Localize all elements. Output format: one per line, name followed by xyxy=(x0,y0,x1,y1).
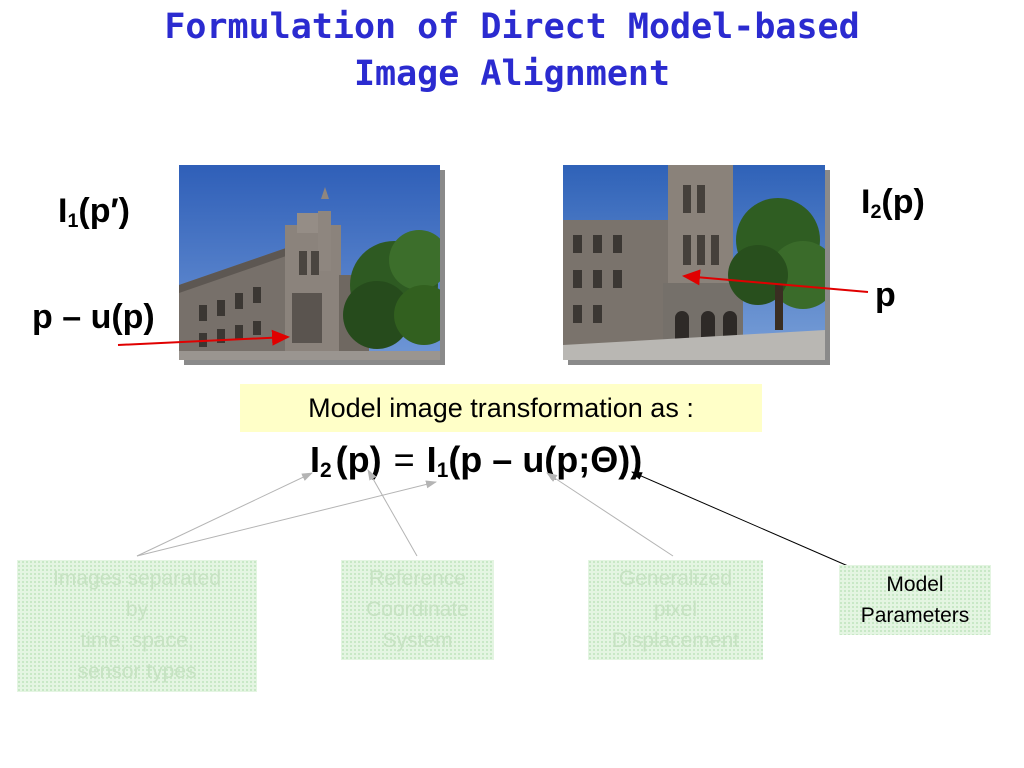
eq-I1: I xyxy=(426,439,437,480)
slide-title: Formulation of Direct Model-based Image … xyxy=(0,4,1024,98)
pixel-p-label: p xyxy=(875,276,896,314)
left-displacement-arrow xyxy=(117,329,290,346)
eq-I2: I xyxy=(310,439,321,480)
reference-to-p-arrow xyxy=(367,469,418,557)
model-transformation-callout: Model image transformation as : xyxy=(240,384,762,432)
alignment-equation: I2(p) = I1(p – u(p;Θ)) xyxy=(310,436,642,495)
images-to-I1-arrow xyxy=(136,480,437,557)
eq-I2-sub: 2 xyxy=(320,459,332,483)
images-to-I2-arrow xyxy=(136,472,313,557)
parameters-to-theta-arrow xyxy=(631,471,849,567)
left-image-label: I1(p′) xyxy=(58,192,130,232)
right-image-label: I2(p) xyxy=(861,183,925,223)
eq-I1-sub: 1 xyxy=(436,459,449,483)
note-reference-coordinate: Reference Coordinate System xyxy=(341,560,494,660)
note-model-parameters: Model Parameters xyxy=(839,565,991,635)
displacement-to-u-arrow xyxy=(546,472,674,557)
right-building-photo xyxy=(563,165,825,360)
left-building-photo xyxy=(179,165,440,360)
right-photo-illustration xyxy=(563,165,825,360)
displacement-label: p – u(p) xyxy=(32,298,155,336)
note-generalized-displacement: Generalized pixel Displacement xyxy=(588,560,763,660)
note-images-separated: Images separated by time, space, sensor … xyxy=(17,560,257,692)
eq-rhs-arg: (p – u(p; xyxy=(448,439,591,480)
title-line-2: Image Alignment xyxy=(353,54,671,94)
eq-theta: Θ xyxy=(590,439,619,480)
eq-close: )) xyxy=(618,439,643,480)
right-pixel-arrow xyxy=(682,269,869,293)
title-line-1: Formulation of Direct Model-based xyxy=(164,7,860,47)
left-photo-illustration xyxy=(179,165,440,360)
eq-equals: = xyxy=(393,439,415,480)
